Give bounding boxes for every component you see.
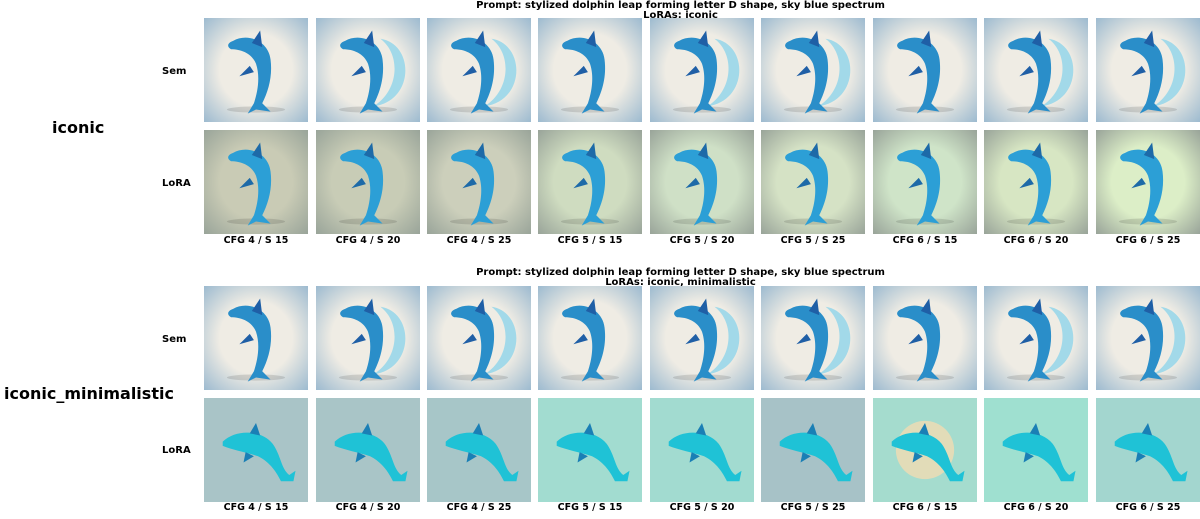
cfg-step-label: CFG 5 / S 15 [557, 502, 623, 513]
dolphin-image-sem [984, 286, 1088, 390]
cfg-step-label: CFG 5 / S 25 [780, 502, 846, 513]
dolphin-image-lora [984, 130, 1088, 234]
dolphin-image-lora [538, 130, 642, 234]
dolphin-image-lora [1096, 398, 1200, 502]
block-1-title: Prompt: stylized dolphin leap forming le… [476, 0, 885, 11]
cfg-step-label: CFG 6 / S 20 [1003, 235, 1069, 246]
dolphin-image-lora [204, 398, 308, 502]
cfg-step-label: CFG 5 / S 20 [669, 235, 735, 246]
cfg-step-label: CFG 5 / S 25 [780, 235, 846, 246]
cfg-step-label: CFG 5 / S 20 [669, 502, 735, 513]
cfg-step-label: CFG 4 / S 15 [223, 235, 289, 246]
dolphin-image-lora [650, 398, 754, 502]
cfg-step-label: CFG 5 / S 15 [557, 235, 623, 246]
dolphin-image-sem [650, 286, 754, 390]
dolphin-image-lora [316, 398, 420, 502]
block-1-row-sem-label: Sem [162, 66, 187, 77]
dolphin-image-sem [316, 18, 420, 122]
dolphin-image-lora [873, 130, 977, 234]
dolphin-image-sem [873, 18, 977, 122]
cfg-step-label: CFG 6 / S 25 [1115, 235, 1181, 246]
dolphin-image-lora [873, 398, 977, 502]
cfg-step-label: CFG 6 / S 25 [1115, 502, 1181, 513]
dolphin-image-sem [873, 286, 977, 390]
block-2-title: Prompt: stylized dolphin leap forming le… [476, 267, 885, 278]
dolphin-image-lora [984, 398, 1088, 502]
dolphin-image-sem [204, 286, 308, 390]
dolphin-image-sem [427, 18, 531, 122]
dolphin-image-lora [761, 398, 865, 502]
dolphin-image-sem [984, 18, 1088, 122]
dolphin-image-lora [427, 398, 531, 502]
dolphin-image-sem [427, 286, 531, 390]
dolphin-image-lora [427, 130, 531, 234]
block-1-row-lora-label: LoRA [162, 178, 191, 189]
block-1-group-label: iconic [52, 118, 105, 137]
dolphin-image-sem [538, 286, 642, 390]
dolphin-image-sem [650, 18, 754, 122]
dolphin-image-lora [204, 130, 308, 234]
block-2-row-sem-label: Sem [162, 334, 187, 345]
cfg-step-label: CFG 4 / S 20 [335, 502, 401, 513]
cfg-step-label: CFG 4 / S 25 [446, 502, 512, 513]
block-2-row-lora-label: LoRA [162, 445, 191, 456]
dolphin-image-lora [1096, 130, 1200, 234]
dolphin-image-sem [761, 286, 865, 390]
dolphin-image-sem [761, 18, 865, 122]
dolphin-image-sem [1096, 286, 1200, 390]
cfg-step-label: CFG 6 / S 15 [892, 235, 958, 246]
dolphin-image-sem [1096, 18, 1200, 122]
block-2-subtitle: LoRAs: iconic, minimalistic [605, 277, 756, 288]
cfg-step-label: CFG 6 / S 20 [1003, 502, 1069, 513]
dolphin-image-lora [761, 130, 865, 234]
cfg-step-label: CFG 4 / S 25 [446, 235, 512, 246]
dolphin-image-sem [204, 18, 308, 122]
dolphin-image-sem [316, 286, 420, 390]
block-1-subtitle: LoRAs: iconic [643, 10, 718, 21]
cfg-step-label: CFG 6 / S 15 [892, 502, 958, 513]
cfg-step-label: CFG 4 / S 20 [335, 235, 401, 246]
cfg-step-label: CFG 4 / S 15 [223, 502, 289, 513]
dolphin-image-lora [316, 130, 420, 234]
dolphin-image-sem [538, 18, 642, 122]
dolphin-image-lora [650, 130, 754, 234]
dolphin-image-lora [538, 398, 642, 502]
block-2-group-label: iconic_minimalistic [4, 384, 174, 403]
